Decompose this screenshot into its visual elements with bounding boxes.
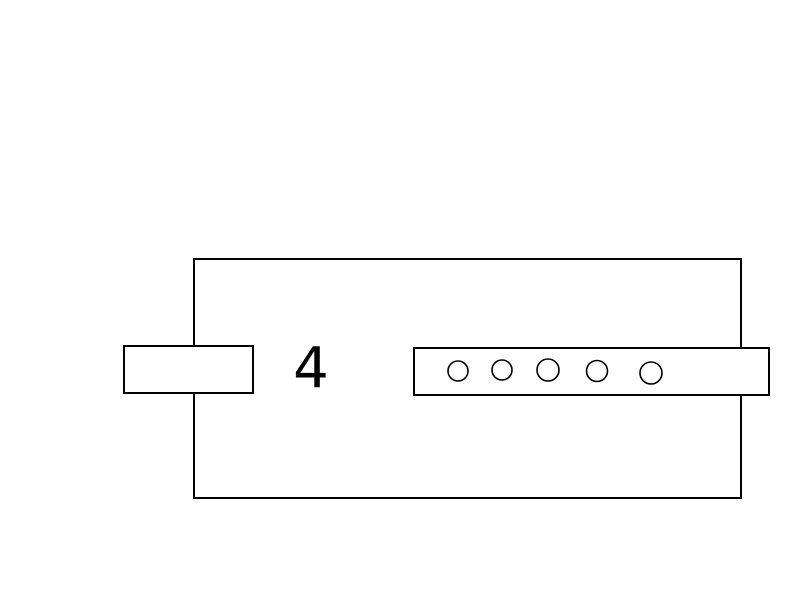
center-number-label: 4 bbox=[293, 336, 329, 401]
hole-1 bbox=[447, 360, 469, 382]
hole-5 bbox=[639, 361, 663, 385]
holes-group bbox=[447, 358, 663, 385]
left-tab bbox=[123, 345, 254, 394]
hole-4 bbox=[585, 359, 609, 383]
hole-2 bbox=[491, 359, 513, 381]
hole-3 bbox=[536, 358, 560, 382]
